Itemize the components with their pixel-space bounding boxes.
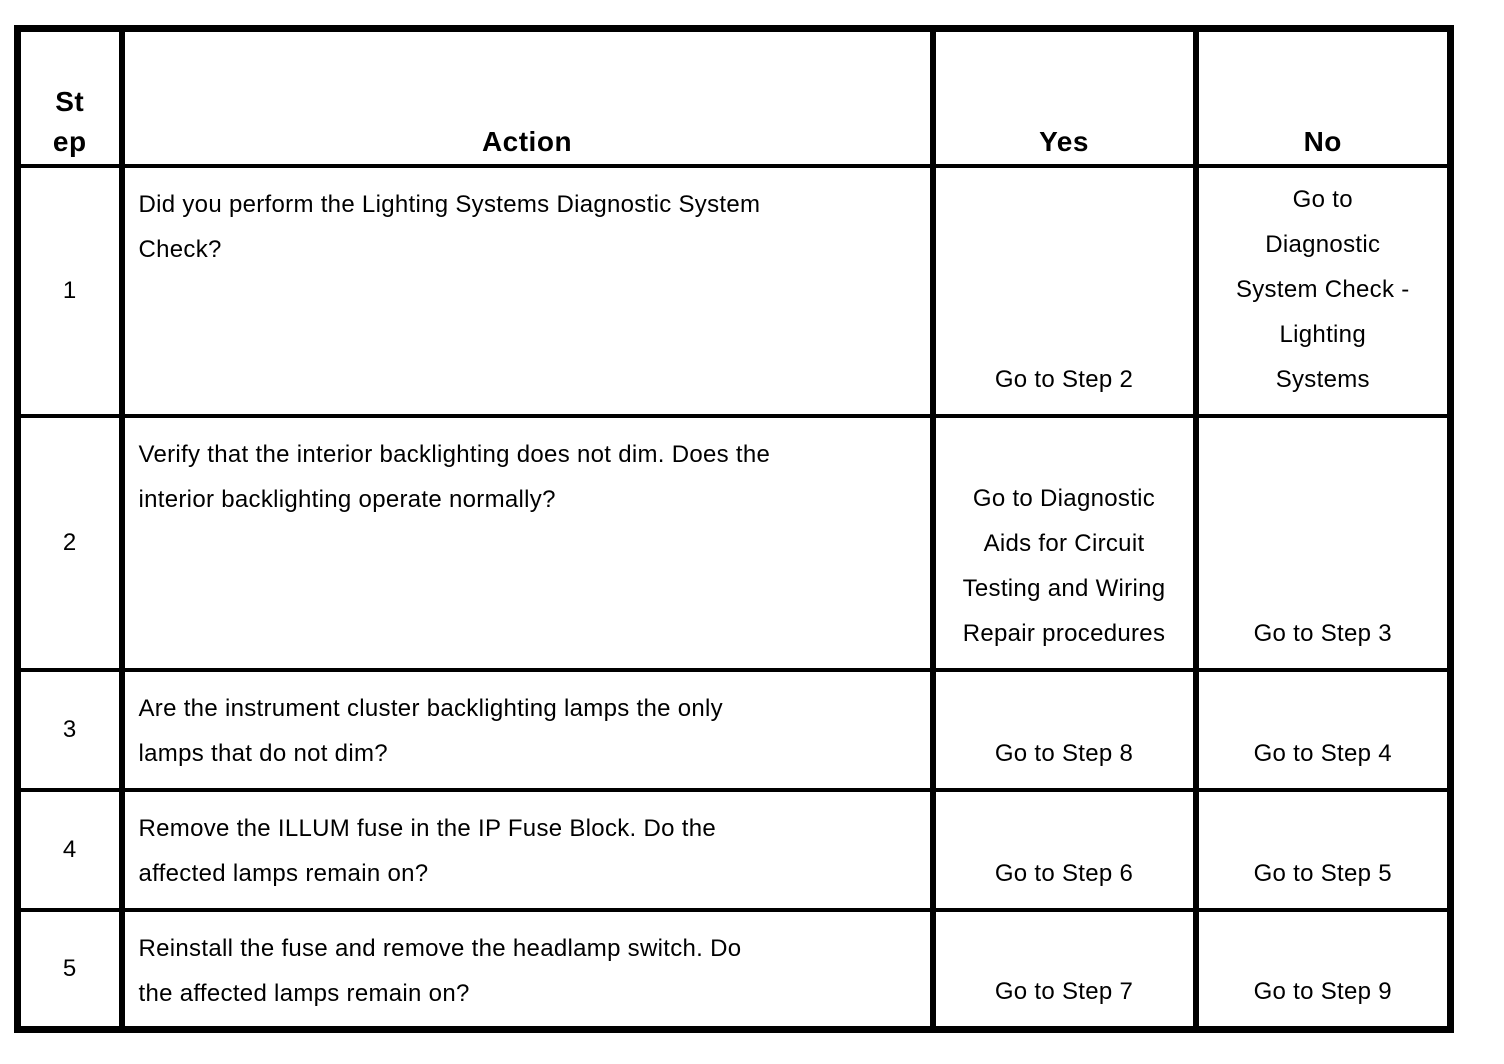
step-cell: 1: [14, 163, 125, 418]
action-cell: Are the instrument cluster backlighting …: [118, 667, 936, 792]
table-row: 3 Are the instrument cluster backlightin…: [14, 667, 1454, 792]
table-row: 2 Verify that the interior backlighting …: [14, 413, 1454, 672]
step-cell: 5: [14, 907, 125, 1032]
step-cell: 2: [14, 413, 125, 672]
no-cell: Go to Step 9: [1192, 907, 1454, 1032]
table-row: 1 Did you perform the Lighting Systems D…: [14, 163, 1454, 418]
step-cell: 3: [14, 667, 125, 792]
header-row: St ep Action Yes No: [14, 26, 1454, 168]
no-cell: Go to Diagnostic System Check - Lighting…: [1192, 163, 1454, 418]
table-row: 5 Reinstall the fuse and remove the head…: [14, 907, 1454, 1032]
column-header-no: No: [1192, 26, 1454, 168]
yes-cell: Go to Step 6: [929, 787, 1199, 912]
action-cell: Reinstall the fuse and remove the headla…: [118, 907, 936, 1032]
column-header-action: Action: [118, 26, 936, 168]
action-cell: Remove the ILLUM fuse in the IP Fuse Blo…: [118, 787, 936, 912]
no-cell: Go to Step 5: [1192, 787, 1454, 912]
yes-cell: Go to Step 7: [929, 907, 1199, 1032]
action-cell: Did you perform the Lighting Systems Dia…: [118, 163, 936, 418]
column-header-step: St ep: [14, 26, 125, 168]
column-header-yes: Yes: [929, 26, 1199, 168]
step-cell: 4: [14, 787, 125, 912]
yes-cell: Go to Step 8: [929, 667, 1199, 792]
no-cell: Go to Step 4: [1192, 667, 1454, 792]
yes-cell: Go to Diagnostic Aids for Circuit Testin…: [929, 413, 1199, 672]
diagnostic-steps-table: St ep Action Yes No 1 Did you perform th…: [14, 25, 1454, 1033]
no-cell: Go to Step 3: [1192, 413, 1454, 672]
table-row: 4 Remove the ILLUM fuse in the IP Fuse B…: [14, 787, 1454, 912]
action-cell: Verify that the interior backlighting do…: [118, 413, 936, 672]
yes-cell: Go to Step 2: [929, 163, 1199, 418]
